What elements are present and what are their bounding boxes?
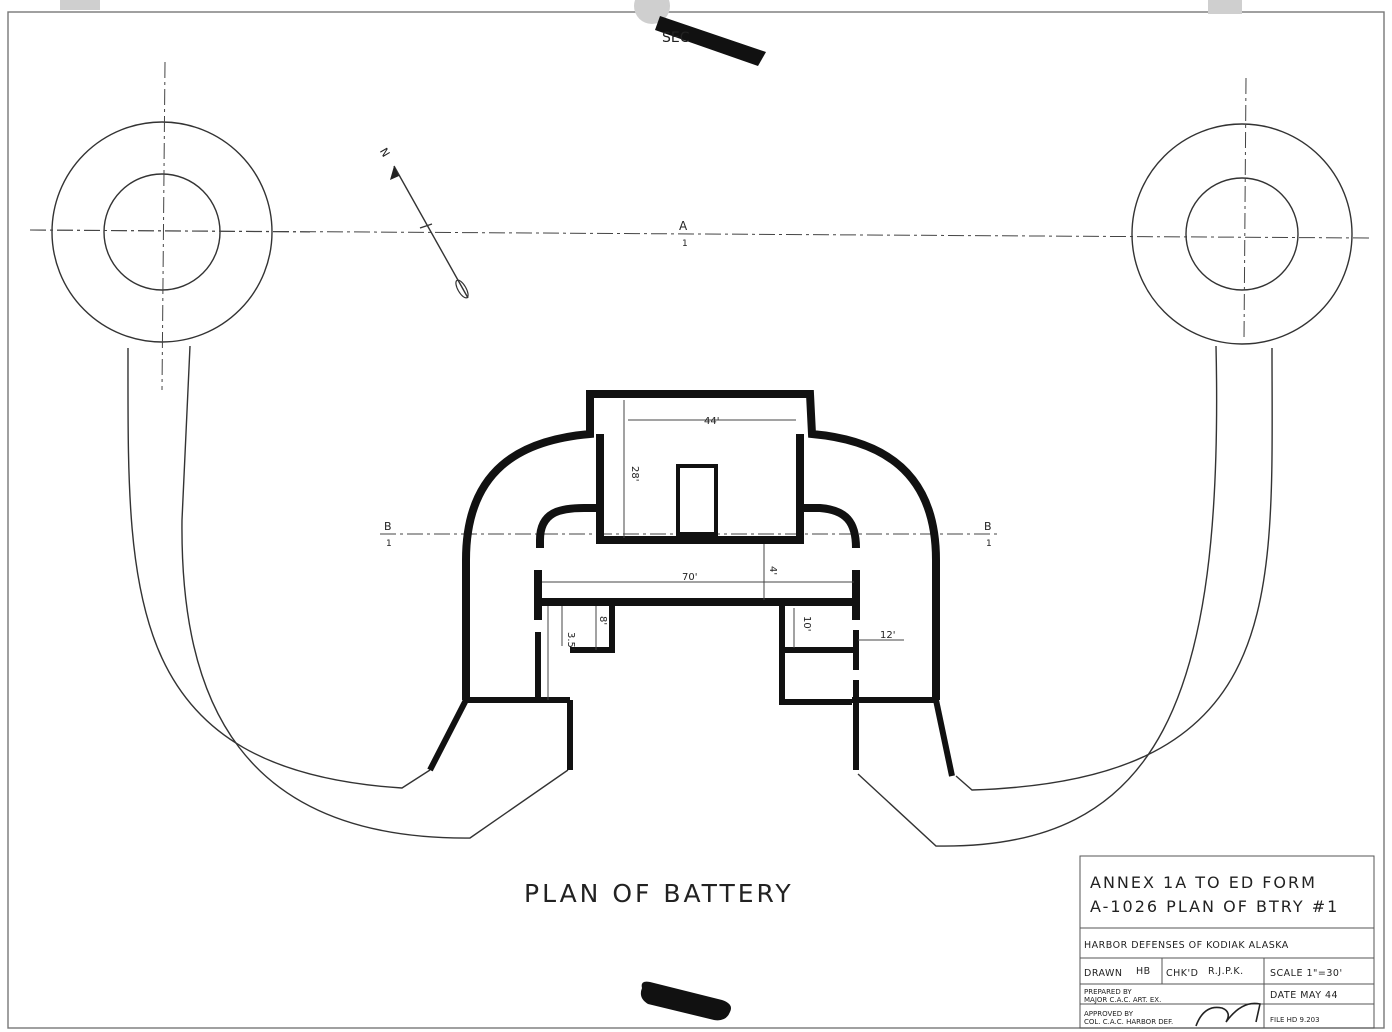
left-gun-emplacement — [29, 61, 311, 391]
dim-corridor-depth: 4' — [767, 566, 778, 575]
section-b-left-letter: B — [384, 520, 392, 533]
dim-left-small-b: 3.5' — [565, 632, 576, 651]
stamp-partial: SEC — [662, 30, 690, 46]
drawing-title: PLAN OF BATTERY — [524, 879, 794, 908]
central-bay-wall — [596, 434, 804, 544]
tb-scale: SCALE 1"=30' — [1270, 968, 1343, 979]
dim-corridor-length: 70' — [682, 572, 697, 583]
right-outer-ring — [1131, 123, 1353, 345]
dim-left-small-a: 8' — [597, 616, 608, 625]
battery-structure — [427, 390, 955, 777]
tb-drawn-initials: HB — [1136, 966, 1151, 977]
tb-drawn: DRAWN — [1084, 968, 1123, 979]
tb-approved-sub: COL. C.A.C. HARBOR DEF. — [1084, 1018, 1173, 1026]
tb-checked: CHK'D — [1166, 968, 1198, 979]
tb-harbor: HARBOR DEFENSES OF KODIAK ALASKA — [1084, 940, 1289, 951]
right-inner-ring — [1185, 177, 1299, 291]
outer-shell-wall — [462, 390, 940, 700]
section-a-number: 1 — [682, 239, 688, 249]
tb-date: DATE MAY 44 — [1270, 990, 1338, 1001]
tb-prepared: PREPARED BY — [1084, 988, 1132, 996]
sheet-border — [7, 11, 1385, 1029]
title-block: ANNEX 1A TO ED FORM A-1026 PLAN OF BTRY … — [1079, 855, 1375, 1029]
tape-right — [1208, 0, 1242, 14]
north-label: N — [377, 146, 392, 160]
tb-approved: APPROVED BY — [1084, 1010, 1134, 1018]
dim-block-depth: 28' — [629, 466, 640, 481]
left-outer-ring — [51, 121, 273, 343]
road-outer-outline-right — [955, 347, 1273, 791]
redaction-mark-top — [655, 16, 766, 66]
tb-prepared-sub: MAJOR C.A.C. ART. EX. — [1084, 996, 1161, 1004]
road-inner-outline — [181, 345, 569, 839]
central-small-room — [676, 464, 718, 536]
approval-signature — [1195, 1002, 1261, 1027]
dimensions: 44' 28' 70' 4' 10' 12' 8' 3.5' — [542, 400, 904, 700]
tb-file: FILE HD 9.203 — [1270, 1016, 1320, 1024]
left-inner-ring — [103, 173, 221, 291]
section-b-left-number: 1 — [386, 539, 392, 549]
section-b-right-number: 1 — [986, 539, 992, 549]
redaction-mark-bottom — [640, 981, 731, 1021]
dim-room-depth: 10' — [801, 616, 812, 631]
tape-left — [60, 0, 100, 10]
road-outer-outline — [127, 347, 431, 789]
section-a-letter: A — [679, 219, 688, 233]
dim-room-width: 12' — [880, 630, 895, 641]
tb-checked-initials: R.J.P.K. — [1208, 966, 1244, 977]
dim-block-width: 44' — [704, 416, 719, 427]
right-gun-emplacement — [1131, 77, 1353, 345]
road-inner-outline-right — [857, 345, 1218, 847]
tb-annex-line2: A-1026 PLAN OF BTRY #1 — [1090, 897, 1339, 916]
tb-annex-line1: ANNEX 1A TO ED FORM — [1090, 873, 1317, 892]
section-b-right-letter: B — [984, 520, 992, 533]
north-arrow: N — [377, 146, 469, 299]
